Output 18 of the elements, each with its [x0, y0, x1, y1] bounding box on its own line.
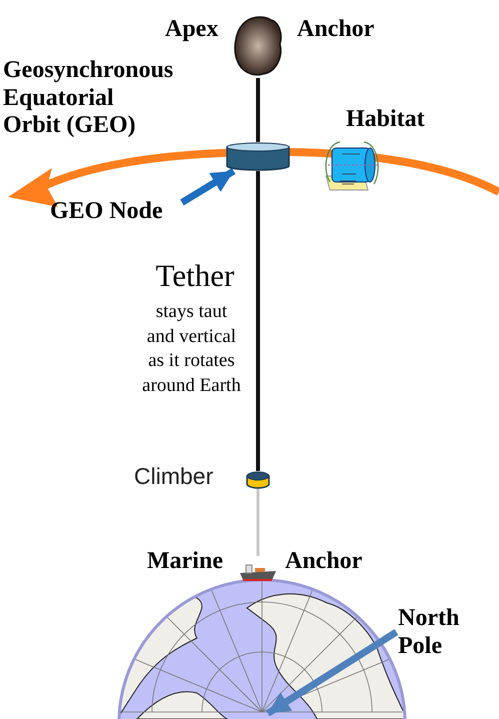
node-caption: Habitat — [346, 106, 426, 134]
node-caption: Anchor — [297, 16, 376, 44]
node-caption: Apex — [165, 16, 220, 44]
node-label: North Pole — [398, 605, 478, 665]
asteroid-drawing — [233, 14, 283, 78]
node-caption: Anchor — [285, 548, 364, 576]
station-disc — [226, 142, 290, 171]
heading: Tether — [154, 258, 236, 294]
tether-line — [256, 171, 260, 471]
description: stays taut and vertical as it rotates around Earth — [141, 300, 242, 398]
climber-drawing — [246, 471, 270, 489]
arrow — [180, 168, 236, 206]
node-label: GEO Node — [50, 198, 182, 228]
tether-line — [256, 78, 260, 142]
tether-line — [256, 489, 260, 556]
node-caption: Marine — [147, 548, 224, 576]
node-caption: Climber — [134, 463, 214, 490]
orbit-label: Geosynchronous Equatorial Orbit (GEO) — [3, 57, 174, 140]
